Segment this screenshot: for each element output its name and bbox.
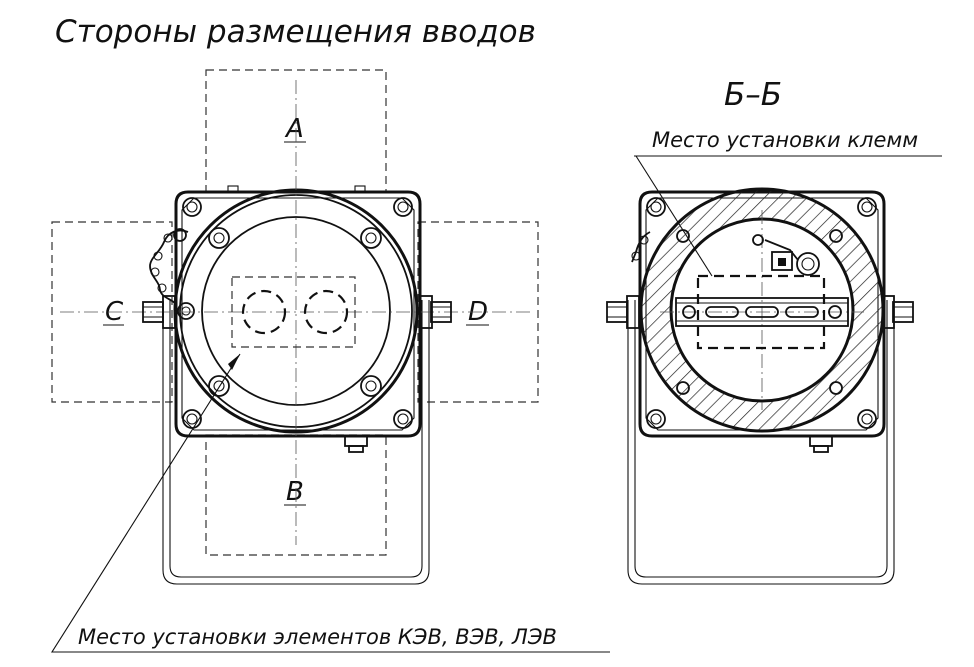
gland-right (419, 295, 452, 329)
housing-body (174, 190, 422, 438)
earth-clamp (752, 234, 820, 276)
mounting-bracket (162, 300, 430, 585)
side-a-label: А (284, 114, 304, 144)
cover-bolts (177, 227, 382, 397)
left-view: А В С D (51, 69, 539, 585)
elements-leader (51, 353, 610, 653)
section-mounting-bracket (627, 300, 895, 585)
corner-bolts (182, 197, 413, 429)
section-gland-left (606, 295, 640, 329)
section-ring-holes (676, 229, 843, 395)
drawing-title: Стороны размещения вводов (55, 14, 536, 50)
terminal-leader (635, 155, 713, 277)
section-ground-terminal (809, 435, 833, 453)
zone-b-outline (205, 434, 387, 556)
section-housing (638, 190, 886, 438)
elements-callout: Место установки элементов КЭВ, ВЭВ, ЛЭВ (51, 353, 610, 653)
zone-c-outline (51, 221, 173, 403)
cover-chain (149, 229, 189, 305)
ground-terminal (344, 435, 368, 453)
side-b-label: В (286, 477, 304, 507)
din-rail (675, 297, 849, 327)
section-corner-bolts (646, 197, 877, 429)
elements-note: Место установки элементов КЭВ, ВЭВ, ЛЭВ (78, 625, 557, 649)
section-gland-right (883, 295, 914, 329)
elements-zone (231, 276, 356, 348)
element-position-1 (241, 289, 287, 335)
terminal-note: Место установки клемм (652, 128, 918, 152)
gland-left (142, 295, 176, 329)
section-label: Б–Б (724, 77, 782, 113)
right-view: Б–Б Место установки клемм (606, 77, 942, 585)
element-position-2 (303, 289, 349, 335)
terminal-zone (696, 274, 826, 350)
